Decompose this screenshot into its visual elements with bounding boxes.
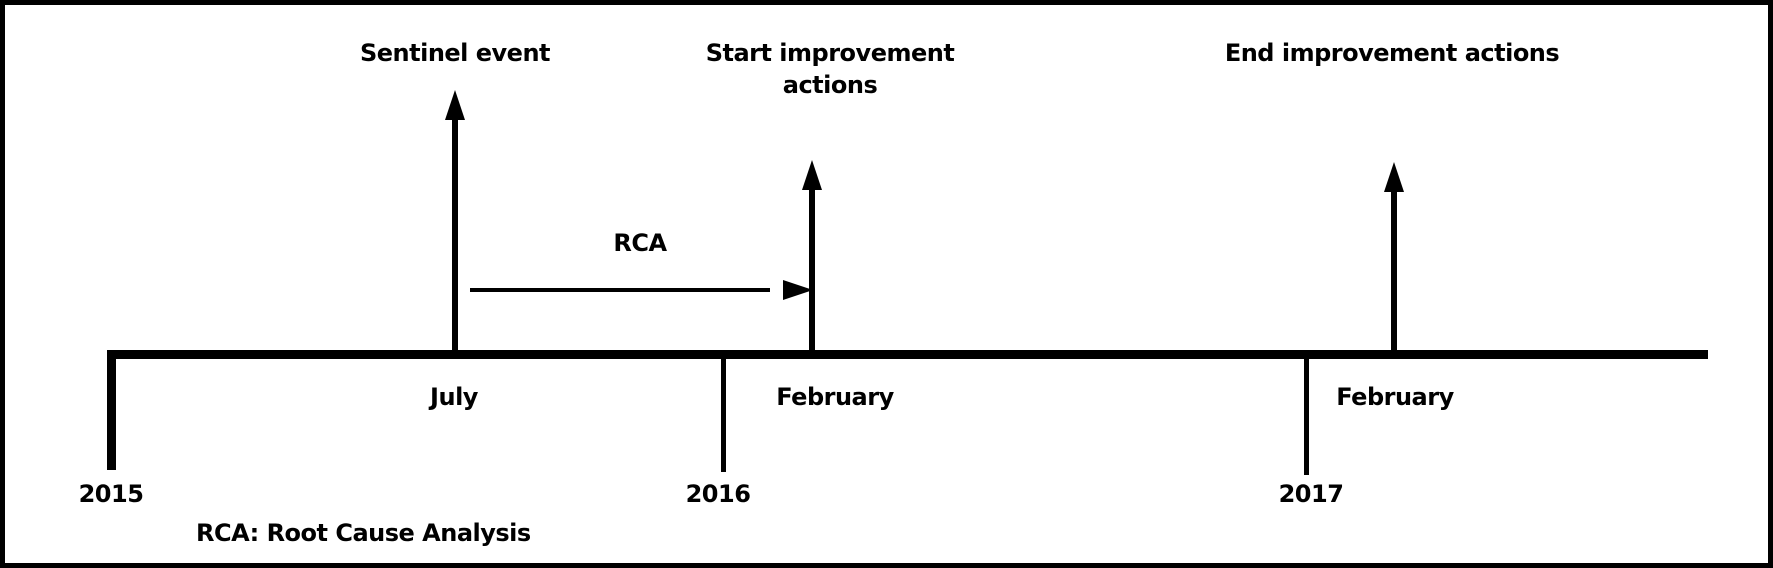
- month-label-february-2017: February: [1336, 383, 1454, 411]
- legend-rca-definition: RCA: Root Cause Analysis: [196, 519, 531, 547]
- tick-2016: [721, 355, 726, 472]
- rca-arrow-icon: [470, 280, 813, 300]
- end-improvement-arrow-icon: [1384, 162, 1404, 352]
- month-label-february-2016: February: [776, 383, 894, 411]
- end-improvement-label: End improvement actions: [1224, 39, 1560, 67]
- tick-2015: [107, 350, 116, 470]
- month-label-july: July: [430, 383, 478, 411]
- sentinel-event-label: Sentinel event: [359, 39, 551, 67]
- rca-label: RCA: [613, 229, 667, 257]
- timeline-axis: [107, 350, 1708, 359]
- year-label-2015: 2015: [78, 480, 144, 508]
- year-label-2017: 2017: [1278, 480, 1344, 508]
- sentinel-event-arrow-icon: [445, 90, 465, 352]
- start-improvement-label-line2: actions: [782, 71, 878, 99]
- year-label-2016: 2016: [685, 480, 751, 508]
- start-improvement-arrow-icon: [802, 160, 822, 352]
- start-improvement-label-line1: Start improvement: [705, 39, 955, 67]
- tick-2017: [1304, 355, 1309, 475]
